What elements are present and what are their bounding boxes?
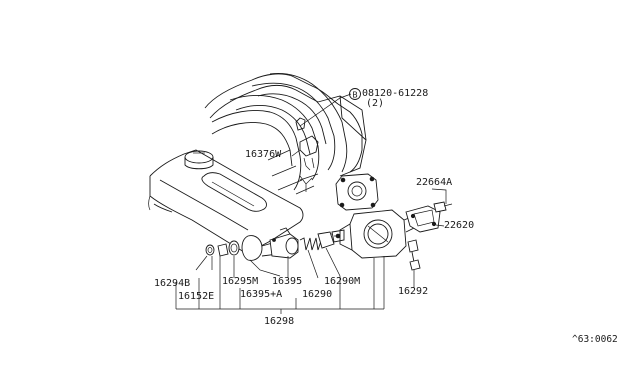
leader-lines xyxy=(175,93,447,314)
callout-16294b: 16294B xyxy=(154,278,191,289)
callout-16295m: 16295M xyxy=(222,276,259,287)
bolt-b-symbol: B xyxy=(349,88,361,100)
callout-16290: 16290 xyxy=(302,289,333,300)
sensor-16292 xyxy=(407,239,421,271)
bolt-symbol-letter: B xyxy=(352,91,358,100)
callout-16292: 16292 xyxy=(398,286,429,297)
callout-22664a: 22664A xyxy=(416,177,453,188)
intake-manifold xyxy=(204,73,367,195)
callout-16376w: 16376W xyxy=(245,149,282,160)
callout-16395: 16395 xyxy=(272,276,303,287)
callout-16152e: 16152E xyxy=(178,291,215,302)
throttle-body xyxy=(326,173,419,259)
callout-16290m: 16290M xyxy=(324,276,361,287)
throttle-sensor xyxy=(405,201,453,233)
diagram-id: ^63:0062 xyxy=(572,334,618,345)
idle-control-parts xyxy=(205,227,340,261)
callout-08120-61228: 08120-61228 xyxy=(362,88,429,99)
callout-22620: 22620 xyxy=(444,220,475,231)
callout-16395a: 16395+A xyxy=(240,289,283,300)
callout-16298: 16298 xyxy=(264,316,295,327)
callout-bolt-quantity: (2) xyxy=(366,98,385,109)
